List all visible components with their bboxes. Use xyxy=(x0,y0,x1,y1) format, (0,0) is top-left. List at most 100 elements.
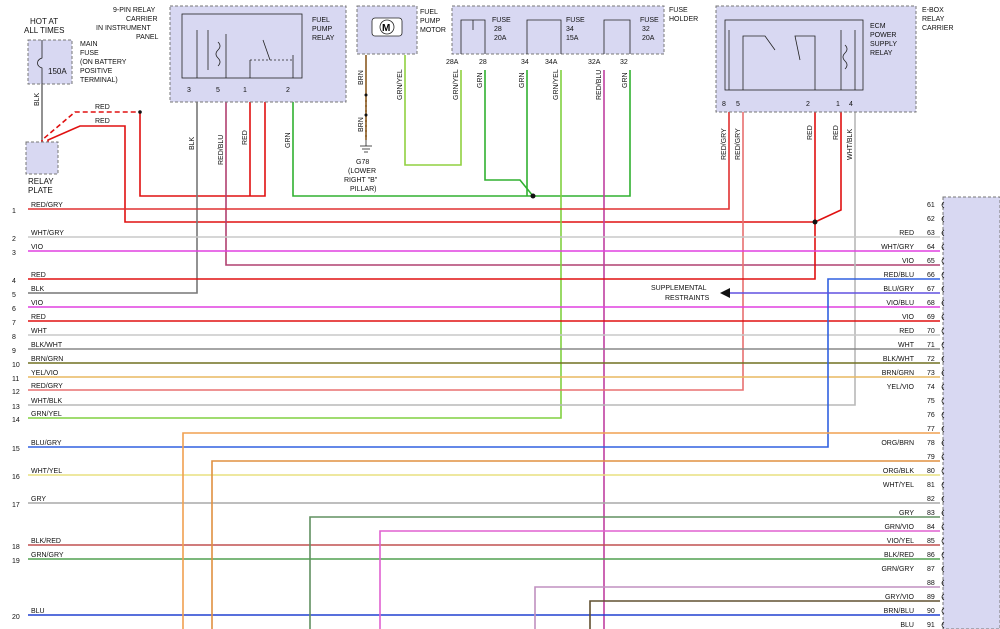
fuse-symbol-icon xyxy=(37,40,43,84)
right-wire-label: VIO/BLU xyxy=(886,300,914,307)
motor-label-1: FUEL xyxy=(420,9,438,16)
pin-label: 1 xyxy=(243,87,247,94)
fpr-label-3: RELAY xyxy=(312,35,335,42)
ground-label-4: PILLAR) xyxy=(350,186,376,193)
wire-ecm-redgry xyxy=(28,104,730,210)
connector-pin-mark xyxy=(941,201,945,209)
fuel-pump-relay-inner xyxy=(181,13,303,79)
ebox-label-1: E-BOX xyxy=(922,7,944,14)
ecm-label-4: RELAY xyxy=(870,50,893,57)
wires xyxy=(28,55,940,629)
fuse34-label-1: FUSE xyxy=(566,17,585,24)
left-pin-number: 15 xyxy=(12,446,20,453)
left-pin-number: 5 xyxy=(12,292,16,299)
vwire-label: GRN/YEL xyxy=(397,69,404,100)
fuse34-label-3: 15A xyxy=(566,35,579,42)
connector-pin-mark xyxy=(941,327,945,335)
left-wire-label: BLU/GRY xyxy=(31,440,62,447)
main-fuse-label-4: POSITIVE xyxy=(80,68,113,75)
left-pin-number: 2 xyxy=(12,236,16,243)
right-pin-number: 73 xyxy=(927,370,935,377)
connector-pin-mark xyxy=(941,299,945,307)
ecm-label-3: SUPPLY xyxy=(870,41,897,48)
right-wire-label: BLU/GRY xyxy=(883,286,914,293)
right-pin-number: 85 xyxy=(927,538,935,545)
left-pin-number: 20 xyxy=(12,614,20,621)
right-wire-label: GRN/VIO xyxy=(884,524,914,531)
ebox-label-3: CARRIER xyxy=(922,25,954,32)
relay-plate-label-1: RELAY xyxy=(28,177,54,186)
right-pin-number: 75 xyxy=(927,398,935,405)
right-pin-number: 67 xyxy=(927,286,935,293)
left-pin-number: 11 xyxy=(12,376,19,383)
connector-pin-mark xyxy=(941,495,945,503)
left-pin-number: 6 xyxy=(12,306,16,313)
right-pin-number: 64 xyxy=(927,244,935,251)
connector-pin-mark xyxy=(941,257,945,265)
pin-label: 8 xyxy=(722,101,726,108)
left-pin-number: 12 xyxy=(12,389,20,396)
hot-label-1: HOT AT xyxy=(30,17,58,26)
pin-label: 4 xyxy=(849,101,853,108)
connector-pin-mark xyxy=(941,593,945,601)
pin-label: 2 xyxy=(806,101,810,108)
connector-pin-mark xyxy=(941,481,945,489)
wire-gryvio xyxy=(534,586,940,629)
pin-label: 34 xyxy=(521,59,529,66)
right-pin-number: 74 xyxy=(927,384,935,391)
right-wire-label: ORG/BLK xyxy=(883,468,914,475)
right-wire-label: BRN/GRN xyxy=(882,370,914,377)
vwire-label: BLK xyxy=(34,92,41,106)
fuse-28-icon xyxy=(460,19,486,54)
right-wire-label: WHT/GRY xyxy=(881,244,914,251)
vertical-wire-labels: BLK BLK RED/BLU RED GRN BRN BRN GRN/YEL … xyxy=(34,69,854,165)
hwire-label: RED xyxy=(95,104,110,111)
right-wire-label: VIO xyxy=(902,314,915,321)
left-wire-label: BLK/WHT xyxy=(31,342,63,349)
fuse28-label-2: 28 xyxy=(494,26,502,33)
right-pin-number: 83 xyxy=(927,510,935,517)
relay-coil-icon xyxy=(196,30,294,78)
relay-switch-icon xyxy=(215,41,221,67)
left-wire-label: GRN/YEL xyxy=(31,411,62,418)
right-wire-label: ORG/BRN xyxy=(881,440,914,447)
vwire-label: GRN xyxy=(622,72,629,88)
left-wire-label: BLU xyxy=(31,608,45,615)
connector-pin-mark xyxy=(941,229,945,237)
hwire-label: RED xyxy=(95,118,110,125)
right-wire-label: RED xyxy=(899,230,914,237)
wire-orgblk xyxy=(211,460,940,629)
carrier-label-1: 9-PIN RELAY xyxy=(113,7,156,14)
right-wire-label: BLU xyxy=(900,622,914,629)
right-pin-number: 69 xyxy=(927,314,935,321)
vwire-label: RED/GRY xyxy=(721,128,728,160)
junction-dot xyxy=(364,113,368,117)
ecm-relay-inner xyxy=(724,19,864,91)
fpr-label-2: PUMP xyxy=(312,26,333,33)
right-wire-label: GRY/VIO xyxy=(885,594,915,601)
right-pin-number: 62 xyxy=(927,216,935,223)
main-fuse-label-2: FUSE xyxy=(80,50,99,57)
wire-fp-blk xyxy=(28,82,198,294)
right-pin-number: 89 xyxy=(927,594,935,601)
wire-ecm-red2 xyxy=(814,104,842,223)
fuse28-label-1: FUSE xyxy=(492,17,511,24)
right-pin-number: 70 xyxy=(927,328,935,335)
wire-red-plate xyxy=(47,125,815,223)
junction-dot xyxy=(364,93,368,97)
left-wire-label: BLK xyxy=(31,286,45,293)
static-labels: HOT AT ALL TIMES 150A MAIN FUSE (ON BATT… xyxy=(24,7,954,302)
fuse-holder-box xyxy=(451,5,665,55)
right-pin-number: 88 xyxy=(927,580,935,587)
connector-pin-mark xyxy=(941,453,945,461)
ecm-label-1: ECM xyxy=(870,23,886,30)
left-wire-label: YEL/VIO xyxy=(31,370,59,377)
connector-pin-mark xyxy=(941,551,945,559)
ground-icon xyxy=(360,140,372,153)
fuse28-label-3: 20A xyxy=(494,35,507,42)
right-pin-number: 65 xyxy=(927,258,935,265)
wire-fh-grnyel2 xyxy=(28,70,562,419)
motor-icon: M xyxy=(371,17,403,37)
